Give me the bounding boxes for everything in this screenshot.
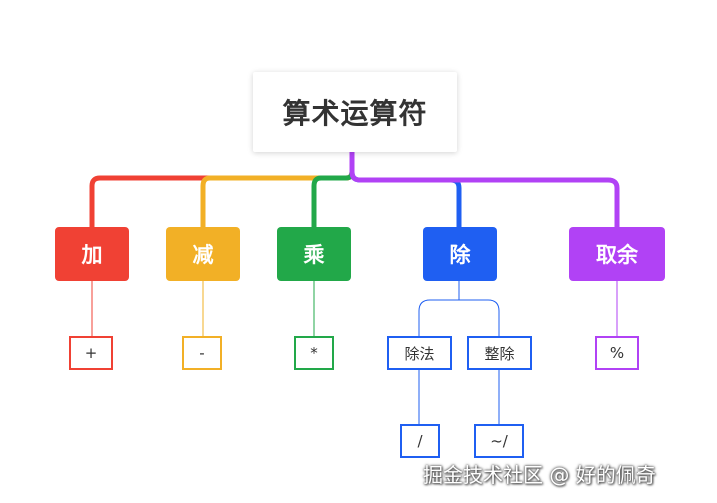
category-mul[interactable]: 乘 bbox=[277, 227, 351, 281]
branch-mul bbox=[311, 149, 355, 230]
leaf-add-op[interactable]: + bbox=[69, 336, 113, 370]
leaf-div-float-op-label: / bbox=[417, 432, 423, 450]
leaf-mul-op-label: * bbox=[310, 344, 318, 362]
leaf-div-float-op[interactable]: / bbox=[400, 424, 440, 458]
category-add-label: 加 bbox=[81, 243, 103, 267]
leaf-div-int-op-label: ~/ bbox=[490, 432, 508, 450]
leaf-mul-op[interactable]: * bbox=[294, 336, 334, 370]
category-div-label: 除 bbox=[449, 243, 471, 267]
watermark: 掘金技术社区 @ 好的佩奇 bbox=[423, 463, 656, 487]
leaf-div-int-label: 整除 bbox=[484, 344, 515, 363]
category-mul-label: 乘 bbox=[303, 243, 325, 267]
category-mod[interactable]: 取余 bbox=[569, 227, 665, 281]
leaf-div-float-label: 除法 bbox=[404, 344, 435, 363]
category-mod-label: 取余 bbox=[596, 243, 638, 267]
root-label: 算术运算符 bbox=[282, 97, 428, 130]
leaf-sub-op-label: - bbox=[199, 344, 205, 362]
leaf-mod-op-label: % bbox=[609, 344, 625, 362]
category-div[interactable]: 除 bbox=[423, 227, 497, 281]
category-add[interactable]: 加 bbox=[55, 227, 129, 281]
leaf-add-op-label: + bbox=[84, 344, 98, 362]
leaf-div-float[interactable]: 除法 bbox=[387, 336, 452, 370]
category-sub-label: 减 bbox=[192, 243, 214, 267]
branch-sub bbox=[200, 149, 355, 230]
leaf-div-int[interactable]: 整除 bbox=[467, 336, 532, 370]
leaf-mod-op[interactable]: % bbox=[595, 336, 639, 370]
branch-mod bbox=[349, 149, 620, 230]
category-sub[interactable]: 减 bbox=[166, 227, 240, 281]
leaf-div-int-op[interactable]: ~/ bbox=[474, 424, 524, 458]
root-node[interactable]: 算术运算符 bbox=[253, 72, 457, 152]
branch-div bbox=[349, 149, 462, 230]
line-div-split bbox=[418, 281, 500, 336]
leaf-sub-op[interactable]: - bbox=[182, 336, 222, 370]
